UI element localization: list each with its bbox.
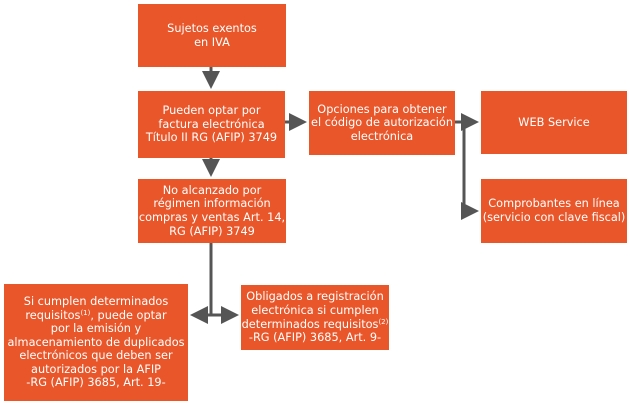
node-line-with-superscript: determinados requisitos(2) — [242, 318, 389, 332]
node-line: Si cumplen determinados — [23, 294, 169, 308]
node-line: electrónica — [350, 129, 414, 143]
node-line: régimen información — [153, 197, 271, 211]
node-opciones: Opciones para obtener el código de autor… — [309, 91, 455, 155]
node-no-alcanzado: No alcanzado por régimen información com… — [138, 179, 286, 243]
node-line: WEB Service — [518, 115, 590, 129]
node-line-with-superscript: requisitos(1), puede optar — [25, 309, 166, 323]
node-obligados: Obligados a registración electrónica si … — [241, 285, 389, 350]
text-fragment: determinados requisitos — [241, 317, 379, 331]
node-line: -RG (AFIP) 3685, Art. 19- — [26, 376, 166, 390]
node-line: electrónicos que deben ser — [19, 349, 173, 363]
node-line: (servicio con clave fiscal) — [482, 211, 626, 224]
footnote-marker: (2) — [378, 317, 389, 326]
node-web-service: WEB Service — [481, 91, 627, 154]
node-line: en IVA — [194, 35, 230, 49]
node-line: por la emisión y — [50, 322, 142, 336]
node-line: -RG (AFIP) 3685, Art. 9- — [248, 331, 382, 345]
arrow-opciones-to-comprobantes — [461, 122, 479, 220]
footnote-marker: (1) — [80, 308, 91, 317]
text-fragment: requisitos — [25, 308, 81, 322]
node-line: Pueden optar por — [162, 104, 261, 118]
text-fragment: , puede optar — [90, 308, 167, 322]
node-line: Título II RG (AFIP) 3749 — [145, 131, 278, 145]
node-line: Sujetos exentos — [167, 21, 257, 35]
node-line: factura electrónica — [158, 117, 265, 131]
node-line: Obligados a registración — [246, 290, 384, 304]
node-comprobantes: Comprobantes en línea (servicio con clav… — [481, 179, 627, 243]
node-line: autorizados por la AFIP — [31, 362, 161, 376]
node-sujetos-exentos: Sujetos exentos en IVA — [138, 4, 286, 67]
node-line: Comprobantes en línea — [488, 197, 620, 211]
node-pueden-optar: Pueden optar por factura electrónica Tít… — [138, 91, 285, 158]
node-si-cumplen: Si cumplen determinados requisitos(1), p… — [4, 284, 188, 401]
node-line: compras y ventas Art. 14, — [138, 211, 286, 224]
node-line: Opciones para obtener — [317, 102, 447, 116]
node-line: electrónica si cumplen — [251, 303, 379, 317]
node-line: almacenamiento de duplicados — [7, 335, 185, 349]
node-line: RG (AFIP) 3749 — [169, 224, 255, 238]
node-line: el código de autorización — [311, 116, 453, 130]
node-line: No alcanzado por — [162, 183, 262, 197]
